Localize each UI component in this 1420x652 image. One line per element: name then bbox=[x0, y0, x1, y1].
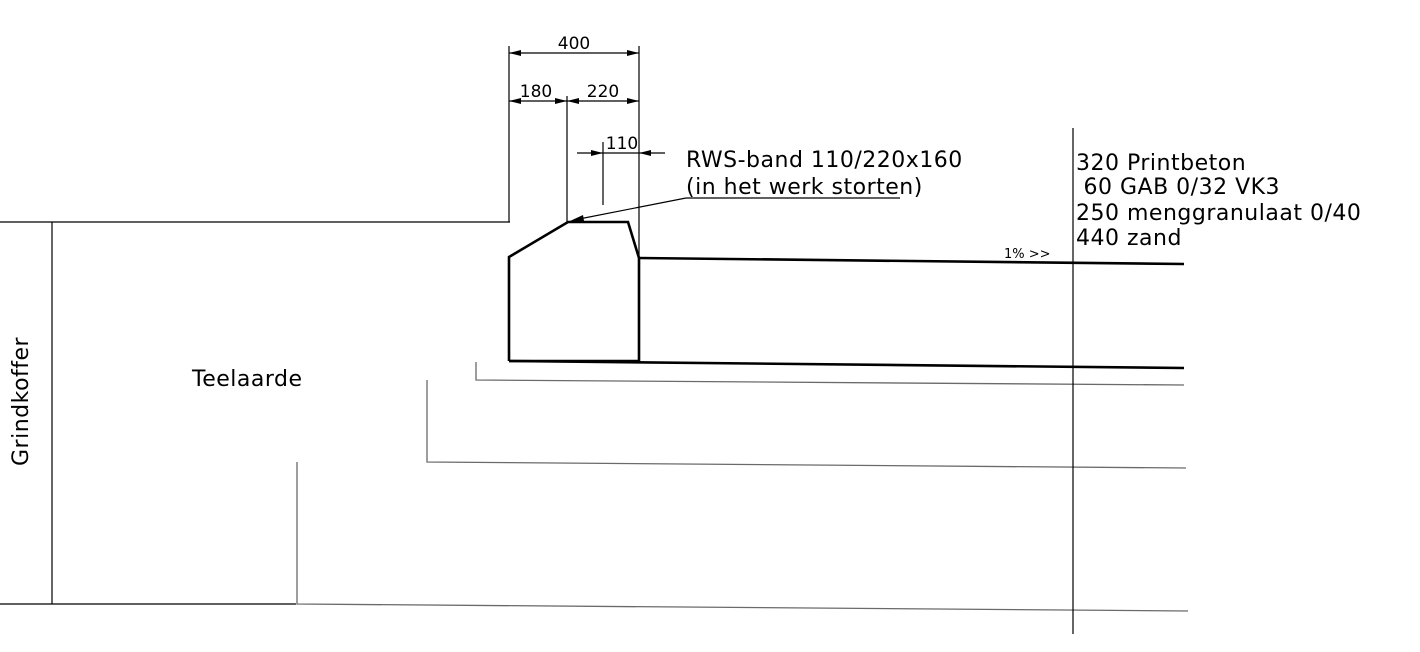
teelaarde-label: Teelaarde bbox=[191, 367, 303, 392]
dim-right-label: 220 bbox=[587, 82, 619, 102]
dim-total-label: 400 bbox=[558, 34, 590, 54]
dim-top-label: 110 bbox=[606, 134, 638, 154]
dimension-lines bbox=[508, 46, 665, 258]
pavement-top-line bbox=[638, 256, 1185, 266]
layer-menggranulaat: 250 menggranulaat 0/40 bbox=[1076, 201, 1361, 226]
kerb-leader-line bbox=[573, 197, 687, 221]
layer-gab: 60 GAB 0/32 VK3 bbox=[1076, 175, 1280, 200]
kerb-outline bbox=[507, 220, 641, 363]
layer-legend: 320 Printbeton 60 GAB 0/32 VK3 250 mengg… bbox=[1076, 151, 1361, 251]
grindkoffer-label: Grindkoffer bbox=[9, 336, 34, 466]
kerb-note-label: (in het werk storten) bbox=[686, 175, 923, 200]
layer-printbeton: 320 Printbeton bbox=[1076, 151, 1246, 176]
layer-zand: 440 zand bbox=[1076, 226, 1182, 251]
printbeton-bottom-line bbox=[508, 359, 1185, 370]
kerb-name-label: RWS-band 110/220x160 bbox=[686, 148, 963, 173]
dim-left-label: 180 bbox=[520, 82, 552, 102]
menggranulaat-layer-outline bbox=[426, 380, 1187, 469]
gab-layer-outline bbox=[475, 362, 1185, 386]
kerb-leader-arrow bbox=[570, 215, 584, 221]
slope-label: 1% >> bbox=[1004, 247, 1051, 262]
zand-layer-outline bbox=[296, 462, 1189, 612]
